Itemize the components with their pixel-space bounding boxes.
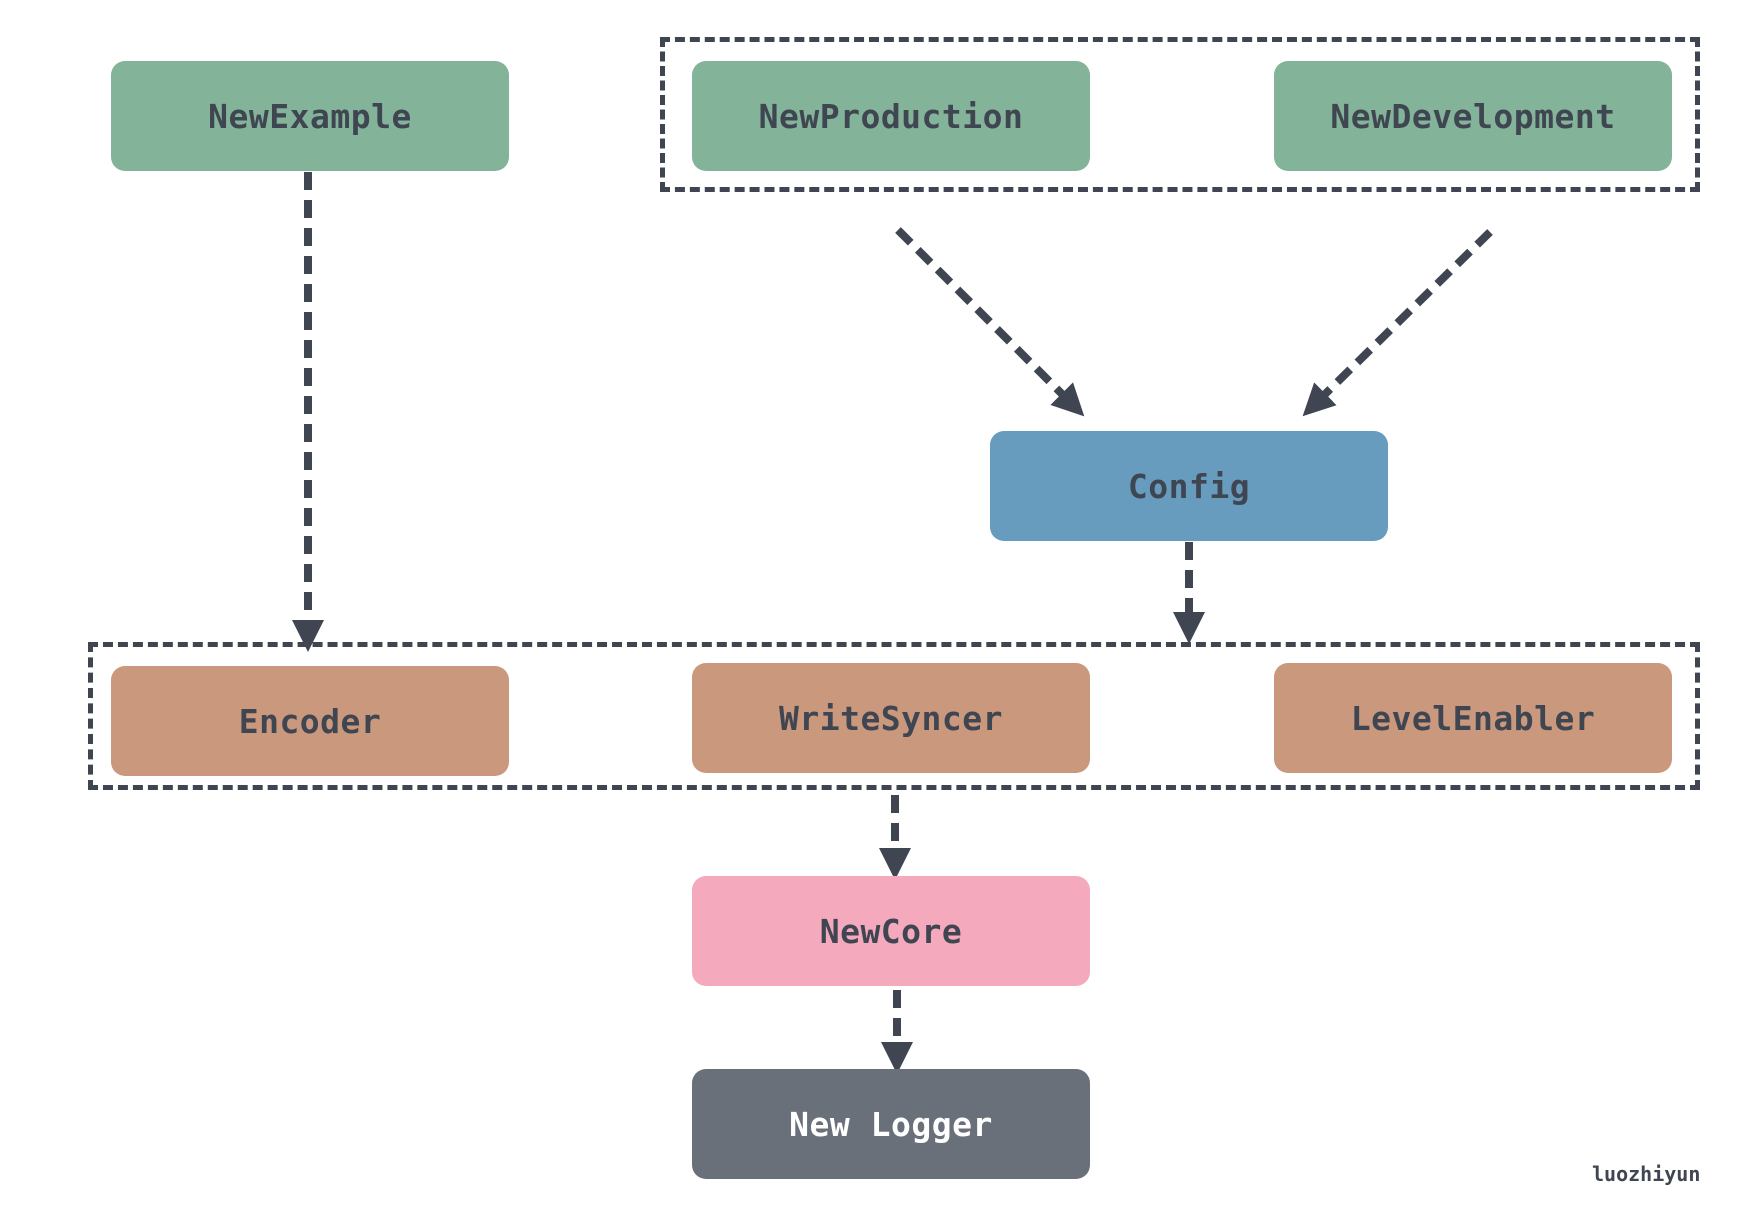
node-new-logger: New Logger bbox=[692, 1069, 1090, 1179]
arrow-newproduction-to-config bbox=[895, 227, 1085, 417]
author-watermark: luozhiyun bbox=[1592, 1162, 1701, 1186]
arrow-newdevelopment-to-config bbox=[1302, 229, 1493, 417]
node-new-example: NewExample bbox=[111, 61, 509, 171]
node-level-enabler: LevelEnabler bbox=[1274, 663, 1672, 773]
node-new-development: NewDevelopment bbox=[1274, 61, 1672, 171]
constructor-group-box bbox=[660, 37, 1700, 192]
node-write-syncer: WriteSyncer bbox=[692, 663, 1090, 773]
components-group-box bbox=[88, 642, 1700, 790]
node-encoder: Encoder bbox=[111, 666, 509, 776]
node-new-production: NewProduction bbox=[692, 61, 1090, 171]
node-new-core: NewCore bbox=[692, 876, 1090, 986]
node-config: Config bbox=[990, 431, 1388, 541]
